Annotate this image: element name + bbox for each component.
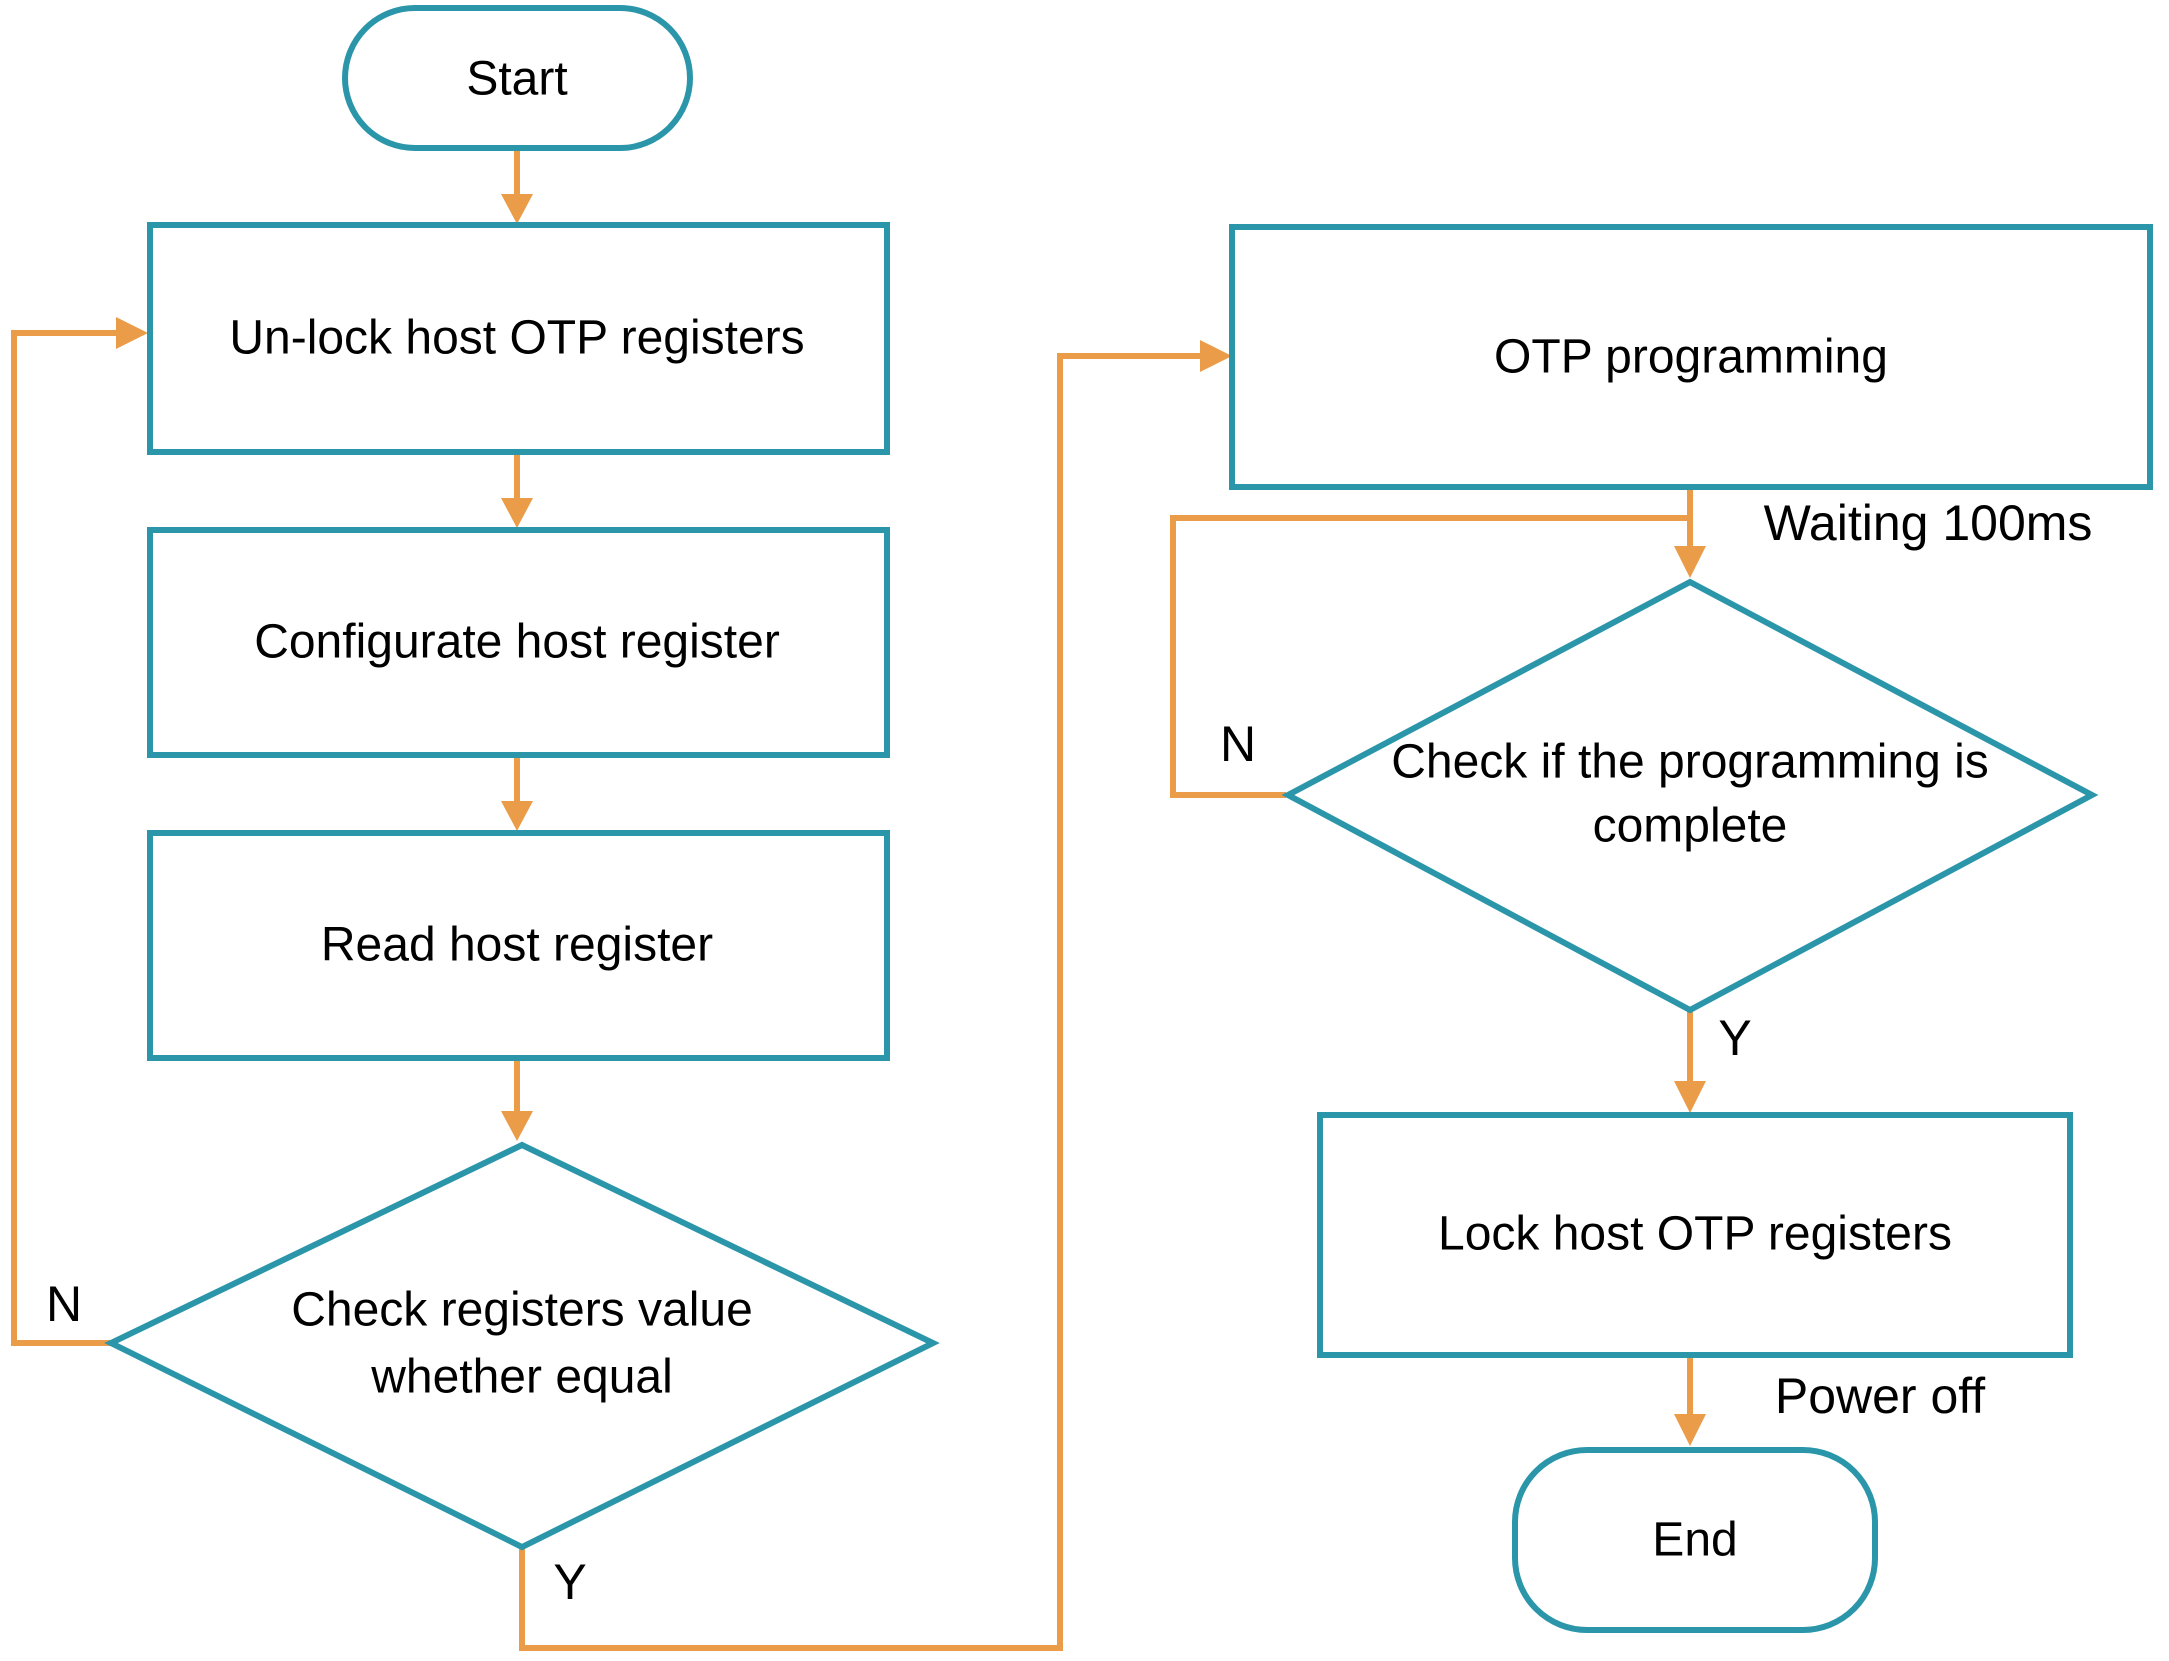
node-check-programming-complete-diamond: Check if the programming is complete [1281, 578, 2099, 1014]
node-unlock-host-otp-registers: Un-lock host OTP registers [147, 222, 890, 455]
node-check-complete-label-line1: Check if the programming is [1391, 736, 1989, 789]
node-check-equal-label-line1: Check registers value [291, 1284, 753, 1337]
label-waiting-100ms: Waiting 100ms [1764, 495, 2093, 551]
edge-read-to-check-equal [501, 1058, 533, 1141]
node-lock-label: Lock host OTP registers [1438, 1208, 1952, 1261]
edge-check-equal-no-loop [11, 317, 148, 1346]
node-start: Start [342, 5, 693, 151]
label-check-equal-yes: Y [553, 1554, 586, 1610]
edge-otp-to-check-complete [1674, 487, 1706, 578]
node-end-label: End [1652, 1514, 1737, 1567]
label-check-equal-no: N [46, 1276, 82, 1332]
node-read-host-register: Read host register [147, 830, 890, 1061]
edge-check-complete-yes-to-lock [1674, 1010, 1706, 1113]
node-configurate-host-register: Configurate host register [147, 527, 890, 758]
edge-unlock-to-configurate [501, 452, 533, 528]
edge-check-equal-yes-to-otp [519, 340, 1232, 1651]
node-otp-programming: OTP programming [1229, 224, 2153, 490]
edge-start-to-unlock [501, 150, 533, 224]
edge-check-complete-no-loop [1170, 515, 1690, 798]
node-check-registers-equal-diamond: Check registers value whether equal [104, 1141, 940, 1551]
node-otp-programming-label: OTP programming [1494, 331, 1888, 384]
label-power-off: Power off [1775, 1368, 1985, 1424]
edge-lock-to-end [1674, 1355, 1706, 1446]
node-check-equal-label-line2: whether equal [370, 1351, 673, 1404]
node-check-complete-label-line2: complete [1593, 800, 1788, 853]
node-configurate-label: Configurate host register [254, 616, 780, 669]
node-end: End [1512, 1447, 1878, 1633]
node-lock-host-otp-registers: Lock host OTP registers [1317, 1112, 2073, 1358]
edge-configurate-to-read [501, 755, 533, 831]
label-check-complete-no: N [1220, 716, 1256, 772]
node-start-label: Start [466, 53, 567, 106]
node-unlock-label: Un-lock host OTP registers [229, 312, 804, 365]
node-read-label: Read host register [321, 919, 713, 972]
label-check-complete-yes: Y [1718, 1010, 1751, 1066]
